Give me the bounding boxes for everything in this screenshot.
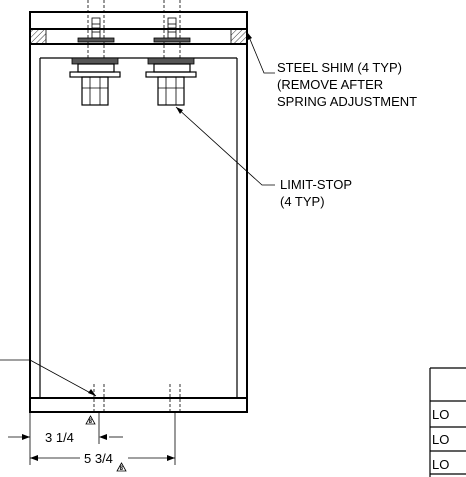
table-row-label-1: LO [432, 407, 449, 422]
revision-marker-2: 8 [120, 466, 124, 472]
steel-shim-label-line-2: (REMOVE AFTER [277, 77, 383, 92]
dimension-inner: 3 1/4 [8, 412, 123, 465]
limit-stop-right [145, 0, 197, 106]
limit-stop-left [69, 0, 121, 106]
limit-stop-callout: LIMIT-STOP (4 TYP) [175, 106, 352, 209]
limit-stop-label-line-1: LIMIT-STOP [280, 177, 352, 192]
steel-shim-label-line-1: STEEL SHIM (4 TYP) [277, 60, 402, 75]
housing-walls [29, 44, 248, 398]
steel-shim-label-line-3: SPRING ADJUSTMENT [277, 94, 417, 109]
bottom-plate [29, 397, 248, 413]
dimension-inner-label: 3 1/4 [45, 430, 74, 445]
revision-markers: 8 8 [85, 415, 127, 472]
revision-triangle-2 [116, 462, 127, 472]
steel-shim-callout: STEEL SHIM (4 TYP) (REMOVE AFTER SPRING … [246, 31, 417, 109]
table-row-label-3: LO [432, 457, 449, 472]
steel-shim-right [230, 28, 248, 45]
steel-shims [29, 28, 248, 45]
revision-triangle-1 [85, 415, 96, 425]
steel-shim-left [29, 28, 47, 45]
revision-marker-1: 8 [89, 419, 93, 425]
dimension-outer: 5 3/4 [30, 412, 176, 466]
partial-table: LO LO LO [429, 367, 466, 477]
limit-stop-label-line-2: (4 TYP) [280, 194, 325, 209]
left-leader [0, 359, 97, 397]
table-row-label-2: LO [432, 432, 449, 447]
top-plate [29, 11, 248, 45]
dimension-outer-label: 5 3/4 [84, 451, 113, 466]
